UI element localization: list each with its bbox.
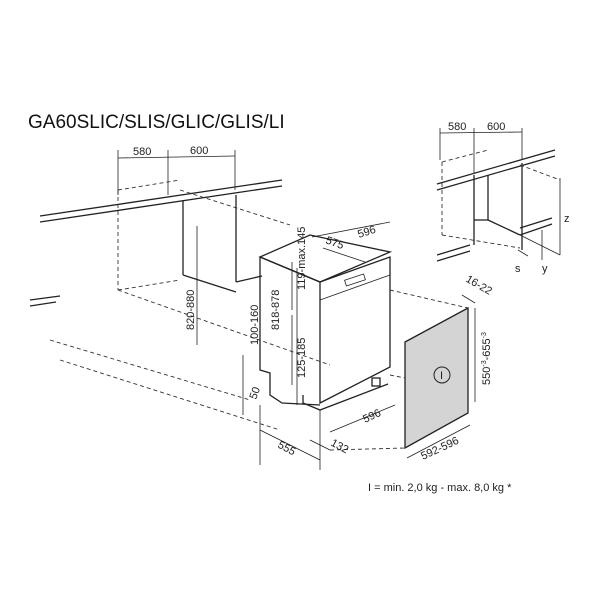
control-panel-display [344,273,366,287]
dim-niche-width: 600 [190,145,208,157]
decor-panel: I [329,289,476,459]
detail-dim-depth: 580 [448,121,466,133]
mass-note: I = min. 2,0 kg - max. 8,0 kg * [368,482,512,494]
niche-dimension-lines [117,150,236,345]
detail-dim-z: z [564,213,570,225]
panel-mark: I [440,370,443,382]
niche-countertop [39,179,283,223]
detail-dim-s: s [515,263,521,275]
detail-dim-y: y [542,263,548,275]
model-title: GA60SLIC/SLIS/GLIC/GLIS/LI [28,112,285,133]
dim-panel-top-gap: 119-max.145 [296,227,308,290]
dim-niche-height: 820-880 [185,290,197,330]
dim-plinth-height: 100-160 [249,305,261,345]
dim-panel-thickness: 16-22 [464,273,494,297]
mass-marker-icon [433,366,451,384]
dim-panel-height: 550-3-655-3 [481,332,493,385]
dim-panel-width: 592-596 [419,435,461,463]
dim-foot-offset: 132 [329,437,351,456]
dim-plinth-depth: 50 [248,385,263,401]
dim-niche-depth: 580 [133,146,151,158]
dim-appliance-width-bottom: 596 [361,407,383,426]
detail-dim-width: 600 [487,121,505,133]
dim-appliance-height: 818-878 [270,290,282,330]
foot [371,377,381,387]
dim-appliance-depth: 555 [276,439,298,458]
niche-outline [29,179,331,431]
dim-appliance-width-top: 596 [356,224,377,241]
dishwasher-dimension-lines [242,221,396,470]
dim-inner-depth: 575 [324,235,345,253]
detail-drawing [436,128,561,262]
dishwasher-body [258,234,393,411]
dim-panel-bottom: 125-185 [296,338,308,378]
